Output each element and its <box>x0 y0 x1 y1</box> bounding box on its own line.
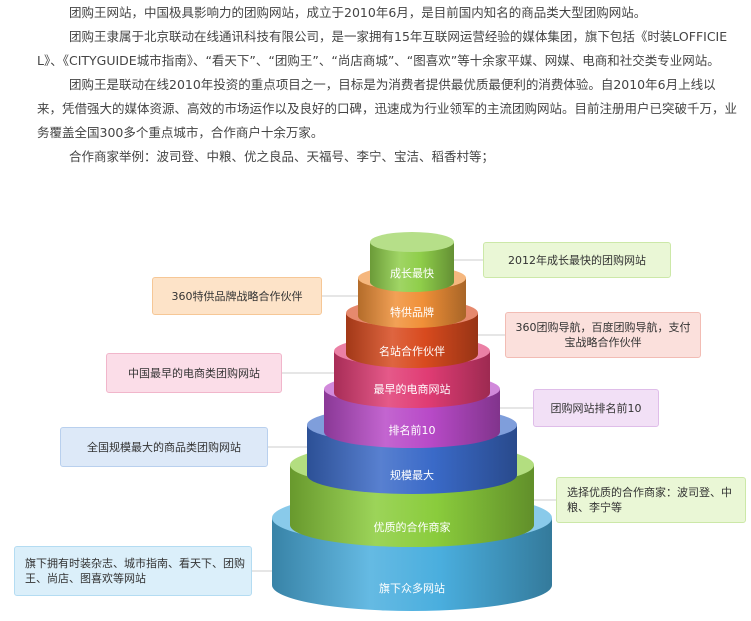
callout-top-10: 团购网站排名前10 <box>533 389 659 427</box>
connector-lines <box>252 259 556 572</box>
tier-label: 特供品牌 <box>390 305 434 319</box>
pyramid-tier-1: 成长最快 <box>370 232 454 292</box>
intro-text: 团购王网站，中国极具影响力的团购网站，成立于2010年6月，是目前国内知名的商品… <box>37 0 737 169</box>
callout-quality-merchants: 选择优质的合作商家：波司登、中粮、李宁等 <box>556 477 746 523</box>
tier-label: 排名前10 <box>389 423 436 437</box>
intro-paragraph-2: 团购王隶属于北京联动在线通讯科技有限公司，是一家拥有15年互联网运营经验的媒体集… <box>37 29 728 68</box>
intro-paragraph-1: 团购王网站，中国极具影响力的团购网站，成立于2010年6月，是目前国内知名的商品… <box>69 5 647 20</box>
intro-paragraph-3: 团购王是联动在线2010年投资的重点项目之一，目标是为消费者提供最优质最便利的消… <box>37 77 738 140</box>
tier-top <box>370 232 454 252</box>
callout-360-partner: 360特供品牌战略合作伙伴 <box>152 277 322 315</box>
callout-earliest-ecommerce: 中国最早的电商类团购网站 <box>106 353 282 393</box>
tier-label: 名站合作伙伴 <box>379 344 445 358</box>
tier-label: 优质的合作商家 <box>374 520 451 534</box>
callout-many-websites: 旗下拥有时装杂志、城市指南、看天下、团购王、尚店、图喜欢等网站 <box>14 546 252 596</box>
tier-label: 成长最快 <box>390 267 434 280</box>
tier-body <box>358 278 466 328</box>
tier-label: 规模最大 <box>390 468 434 482</box>
callout-fastest-growth: 2012年成长最快的团购网站 <box>483 242 671 278</box>
tier-body <box>346 313 478 368</box>
tier-body <box>370 242 454 292</box>
tier-label: 最早的电商网站 <box>374 382 451 396</box>
callout-navigation-partners: 360团购导航，百度团购导航，支付宝战略合作伙伴 <box>505 312 701 358</box>
callout-largest-scale: 全国规模最大的商品类团购网站 <box>60 427 268 467</box>
tier-label: 旗下众多网站 <box>379 581 445 595</box>
intro-paragraph-4: 合作商家举例：波司登、中粮、优之良品、天福号、李宁、宝洁、稻香村等； <box>69 149 495 164</box>
